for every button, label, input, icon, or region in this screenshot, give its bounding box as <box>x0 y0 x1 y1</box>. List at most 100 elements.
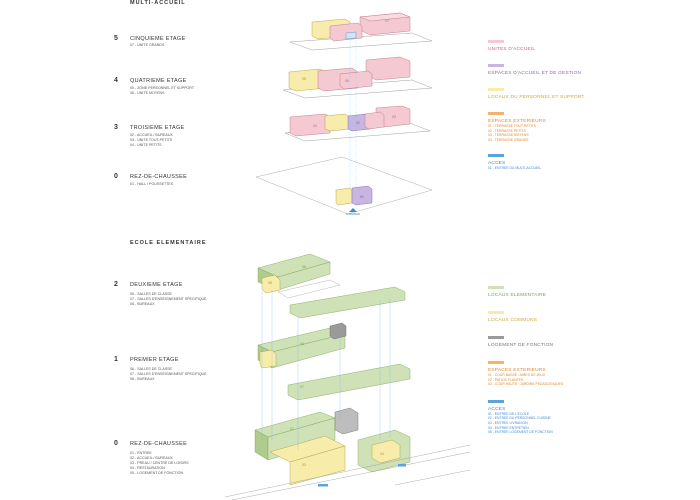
vertical-guides <box>261 290 391 450</box>
block-label: 03 <box>302 463 306 467</box>
common-block-yellow <box>371 439 401 464</box>
street-line <box>224 444 471 498</box>
legend-item: 03 - COUR HAUTE : JARDINS PEDAGOGIQUES <box>488 382 564 387</box>
legend-title: ACCES <box>488 406 506 412</box>
floor-item: 06 - UNITE MOYENS <box>130 91 165 95</box>
legend-entry: LOCAUX DU PERSONNEL ET SUPPORT <box>488 88 598 100</box>
legend-item: 05 - ENTREE LOGEMENT DE FONCTION <box>488 430 553 435</box>
entrance-marker <box>398 464 406 467</box>
block-label: 07 <box>300 385 304 389</box>
unit-block-pink <box>364 111 385 130</box>
common-block-yellow <box>261 274 281 294</box>
legend-title: ACCES <box>488 161 506 167</box>
legend-entry: ESPACES EXTERIEURS 01 - TERRASSE TOUT-PE… <box>488 112 598 142</box>
floor-name: DEUXIEME ETAGE <box>130 282 183 288</box>
floor-item: 05 - LOGEMENT DE FONCTION <box>130 471 184 475</box>
legend-title: LOCAUX DU PERSONNEL ET SUPPORT <box>488 95 585 100</box>
legend-item: 01 - ENTREE DE L'ECOLE <box>488 411 530 416</box>
floor-item: 04 - RESTAURATION <box>130 466 165 470</box>
section-title-ecole-elementaire: ECOLE ELEMENTAIRE <box>130 240 207 246</box>
floor-number: 0 <box>114 440 118 447</box>
legend-item: 01 - ENTREE DU MULTI-ACCUEIL <box>488 166 542 171</box>
block-label: 06 <box>302 265 306 269</box>
courtyard-path <box>277 279 341 299</box>
block-label: 06 <box>345 79 349 83</box>
floor-item: 05 - ZONE PERSONNEL ET SUPPORT <box>130 86 195 90</box>
ecole-floor-2: 08 06 <box>257 253 406 319</box>
floor-number: 5 <box>114 35 118 42</box>
block-label: 06 <box>300 342 304 346</box>
classroom-block-green <box>289 286 406 319</box>
common-block-yellow <box>289 445 346 486</box>
housing-block-grey <box>329 322 347 340</box>
legend-swatch <box>488 154 504 158</box>
housing-block-grey <box>334 407 359 435</box>
vertical-guides <box>349 36 357 190</box>
legend-entry: UNITES D'ACCUEIL <box>488 40 598 52</box>
legend-item: 01 - TERRASSE TOUT-PETITS <box>488 124 536 128</box>
floor-number: 2 <box>114 281 118 288</box>
legend-swatch <box>488 88 504 91</box>
legend-entry: ESPACES D'ACCUEIL ET DE GESTION <box>488 64 598 76</box>
legend-item: 01 - COUR BASSE : AIRES DE JEUX <box>488 373 546 377</box>
entrance-marker <box>318 484 328 487</box>
legend-swatch <box>488 286 504 289</box>
block-label: 08 <box>268 281 272 285</box>
legend-title: LOCAUX COMMUNS <box>488 318 538 323</box>
legend-item: 02 - PATIOS PLANTES <box>488 377 524 382</box>
multi-accueil-floor-4: 05 06 <box>282 56 433 99</box>
legend-title: ESPACES EXTERIEURS <box>488 368 546 373</box>
legend-swatch <box>488 336 504 339</box>
floor-item: 03 - PREAU / CENTRE DE LOISIRS <box>130 461 189 465</box>
floor-item: 04 - UNITE PETITS <box>130 143 162 147</box>
floor-name: REZ-DE-CHAUSSEE <box>130 441 188 447</box>
legend-entry: ACCES 01 - ENTREE DE L'ECOLE 02 - ENTREE… <box>488 399 598 435</box>
legend-title: UNITES D'ACCUEIL <box>488 47 536 52</box>
floor-item: 08 - BUREAUX <box>130 377 155 381</box>
legend-entry: LOCAUX ELEMENTAIRE <box>488 286 598 298</box>
street-line <box>231 451 471 500</box>
floor-item: 01 - ENTREE <box>130 451 152 455</box>
legend-multi-accueil: UNITES D'ACCUEIL ESPACES D'ACCUEIL ET DE… <box>488 40 598 171</box>
legend-entry: LOGEMENT DE FONCTION <box>488 336 598 348</box>
legend-ecole: LOCAUX ELEMENTAIRE LOCAUX COMMUNS LOGEME… <box>488 286 598 435</box>
floor-number: 4 <box>114 77 118 84</box>
staff-block-yellow <box>324 113 351 132</box>
access-block-blue <box>345 31 357 40</box>
block-label: 05 <box>302 77 306 81</box>
common-block-yellow <box>259 349 277 369</box>
floor-slab <box>289 32 433 51</box>
legend-swatch <box>488 112 504 115</box>
floor-item: 07 - SALLES D'ENSEIGNEMENT SPECIFIQUE <box>130 297 207 301</box>
legend-entry: ESPACES EXTERIEURS 01 - COUR BASSE : AIR… <box>488 361 598 387</box>
legend-item: 04 - ENTREE ENTRETIEN <box>488 425 529 430</box>
floor-name: REZ-DE-CHAUSSEE <box>130 174 188 180</box>
floor-name: QUATRIEME ETAGE <box>130 78 187 84</box>
block-label: 02 <box>356 121 360 125</box>
ecole-floor-0: 02 03 04 <box>224 407 471 500</box>
floor-number: 1 <box>114 356 118 363</box>
legend-entry: LOCAUX COMMUNS <box>488 311 598 323</box>
block-label: 03 <box>392 115 396 119</box>
legend-swatch <box>488 64 504 67</box>
reception-block-purple <box>351 185 373 206</box>
hall-block-yellow <box>335 187 353 206</box>
section-title-multi-accueil: MULTI-ACCUEIL <box>130 0 186 6</box>
multi-accueil-floor-3: 04 02 03 <box>284 105 431 142</box>
floor-item: 01 - HALL / POUSSETTES <box>130 182 174 186</box>
legend-title: ESPACES EXTERIEURS <box>488 119 546 124</box>
floor-number: 3 <box>114 124 118 131</box>
floor-item: 02 - ACCUEIL / BUREAUX <box>130 133 173 137</box>
legend-item: 03 - TERRASSE MOYENS <box>488 133 529 138</box>
multi-accueil-floor-0: 01 <box>255 156 433 215</box>
block-label: 04 <box>380 452 384 456</box>
block-label: 01 <box>360 195 364 199</box>
floor-number: 0 <box>114 173 118 180</box>
floor-item: 07 - SALLES D'ENSEIGNEMENT SPECIFIQUE <box>130 372 207 376</box>
floor-item: 03 - UNITE TOUT-PETITS <box>130 138 173 142</box>
legend-swatch <box>488 311 504 314</box>
multi-accueil-floor-5: 07 <box>289 12 433 51</box>
legend-item: 03 - ENTREE LIVRAISON <box>488 420 528 425</box>
classroom-block-green <box>287 363 411 401</box>
unit-block-pink <box>365 56 411 81</box>
